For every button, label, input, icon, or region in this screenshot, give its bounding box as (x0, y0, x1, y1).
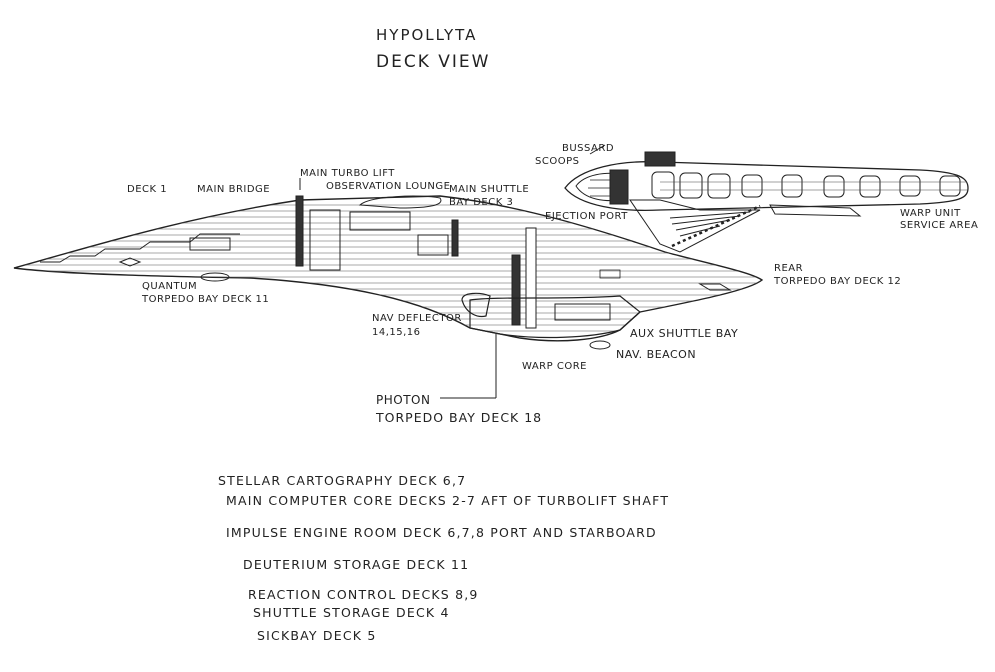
label-aux-shuttle-bay: AUX SHUTTLE BAY (630, 327, 739, 340)
label-nav-beacon: NAV. BEACON (616, 348, 697, 361)
label-main-turbo-lift: MAIN TURBO LIFT (300, 168, 395, 179)
label-rear: REAR (774, 263, 804, 274)
note-shuttle-storage: SHUTTLE STORAGE DECK 4 (253, 605, 450, 620)
nacelle-pylon (629, 199, 862, 253)
note-sickbay: SICKBAY DECK 5 (257, 628, 377, 643)
label-nav-deflector-decks: 14,15,16 (372, 327, 421, 338)
view-title: DECK VIEW (376, 52, 491, 72)
label-quantum: QUANTUM (142, 281, 198, 292)
leader-lines (299, 144, 606, 399)
note-main-computer-core: MAIN COMPUTER CORE DECKS 2-7 AFT OF TURB… (226, 493, 670, 508)
note-impulse-engine-room: IMPULSE ENGINE ROOM DECK 6,7,8 PORT AND … (226, 525, 657, 540)
label-main-shuttle-bay: MAIN SHUTTLE (449, 184, 530, 195)
label-bussard: BUSSARD (562, 143, 615, 154)
label-nav-deflector: NAV DEFLECTOR (372, 313, 462, 324)
note-deuterium-storage: DEUTERIUM STORAGE DECK 11 (243, 557, 470, 572)
label-rear-torpedo-bay: TORPEDO BAY DECK 12 (774, 276, 902, 287)
label-photon: PHOTON (376, 393, 431, 407)
label-quantum-torpedo-bay: TORPEDO BAY DECK 11 (142, 294, 270, 305)
note-stellar-cartography: STELLAR CARTOGRAPHY DECK 6,7 (218, 473, 467, 488)
label-main-bridge: MAIN BRIDGE (197, 184, 271, 195)
label-warp-unit-service: SERVICE AREA (900, 220, 979, 231)
label-warp-core: WARP CORE (522, 361, 587, 372)
label-warp-unit: WARP UNIT (900, 208, 961, 219)
note-reaction-control: REACTION CONTROL DECKS 8,9 (248, 587, 479, 602)
label-bussard-scoops: SCOOPS (535, 156, 580, 167)
warp-nacelle (564, 151, 969, 211)
label-ejection-port: EJECTION PORT (545, 211, 628, 222)
ship-name: HYPOLLYTA (376, 26, 478, 44)
label-photon-torpedo-bay: TORPEDO BAY DECK 18 (376, 410, 543, 425)
label-deck-1: DECK 1 (127, 184, 168, 195)
label-observation-lounge: OBSERVATION LOUNGE (326, 181, 451, 192)
label-main-shuttle-bay-deck: BAY DECK 3 (449, 197, 514, 208)
